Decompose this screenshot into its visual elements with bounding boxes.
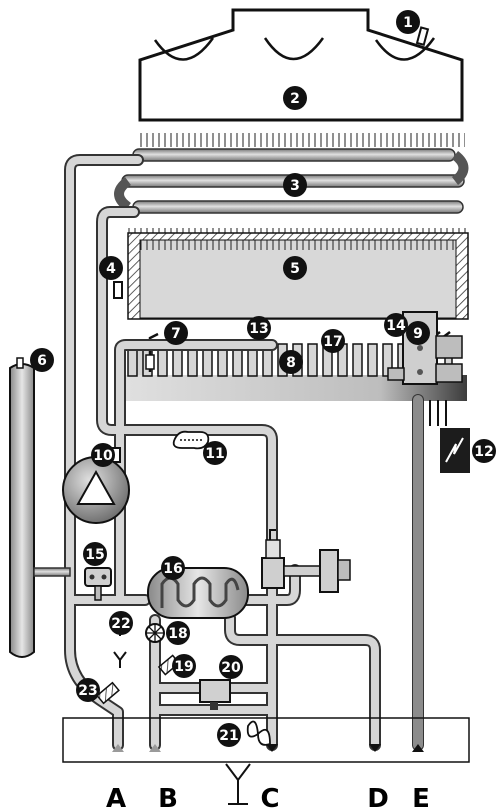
callout-number: 9 — [413, 326, 423, 342]
burner-ramp — [367, 343, 378, 377]
callout-10: 10 — [91, 443, 115, 467]
callout-number: 18 — [168, 626, 187, 642]
callout-3: 3 — [283, 173, 307, 197]
callout-number: 20 — [221, 660, 241, 676]
callout-number: 22 — [111, 616, 130, 632]
flow-direction-arrows — [112, 744, 424, 752]
callout-23: 23 — [76, 678, 100, 702]
expansion-vessel — [9, 357, 71, 658]
callout-6: 6 — [30, 348, 54, 372]
automatic-air-vent-icon — [84, 567, 112, 601]
callout-number: 10 — [93, 448, 113, 464]
connection-label-D: D — [367, 784, 389, 812]
callout-number: 6 — [37, 353, 47, 369]
callout-number: 11 — [205, 446, 224, 462]
connection-label-C: C — [260, 784, 279, 812]
callout-number: 4 — [106, 261, 116, 277]
callout-number: 19 — [174, 659, 193, 675]
callout-4: 4 — [99, 256, 123, 280]
connection-label-A: A — [106, 784, 126, 812]
callout-7: 7 — [164, 321, 188, 345]
power-supply-icon — [429, 400, 470, 473]
callout-19: 19 — [172, 654, 196, 678]
callout-number: 15 — [85, 547, 104, 563]
callout-number: 2 — [290, 91, 300, 107]
flue-hood — [138, 8, 464, 122]
overheat-thermostat-icon — [113, 281, 123, 299]
discharge-funnel-icon — [225, 763, 251, 805]
burner-ramp — [352, 343, 363, 377]
callout-number: 8 — [286, 355, 296, 371]
heat-exchanger-coil — [114, 148, 469, 214]
callout-2: 2 — [283, 86, 307, 110]
callout-22: 22 — [109, 611, 133, 635]
heat-exchanger-fins — [140, 133, 465, 147]
connection-plate — [62, 717, 470, 763]
callout-number: 14 — [386, 318, 406, 334]
callout-1: 1 — [396, 10, 420, 34]
safety-valve-icon — [246, 720, 271, 746]
heating-return-filter-icon — [96, 681, 120, 705]
callout-number: 12 — [474, 444, 493, 460]
callout-18: 18 — [166, 621, 190, 645]
callout-8: 8 — [279, 350, 303, 374]
callout-20: 20 — [219, 655, 243, 679]
temperature-sensor-icon — [172, 430, 210, 450]
callout-14: 14 — [384, 313, 408, 337]
callout-17: 17 — [321, 329, 345, 353]
callout-15: 15 — [83, 542, 107, 566]
flow-sensor-icon — [145, 623, 165, 643]
callout-number: 13 — [249, 321, 268, 337]
callout-9: 9 — [406, 321, 430, 345]
callout-number: 16 — [163, 561, 182, 577]
callout-number: 21 — [219, 728, 238, 744]
diverter-motor — [319, 549, 351, 593]
flue-sensor-icon — [415, 26, 430, 46]
callout-number: 23 — [78, 683, 97, 699]
connection-label-E: E — [412, 784, 430, 812]
callout-11: 11 — [203, 441, 227, 465]
burner-ramp — [307, 343, 318, 377]
connection-label-B: B — [158, 784, 178, 812]
callout-5: 5 — [283, 256, 307, 280]
callout-13: 13 — [247, 316, 271, 340]
callout-21: 21 — [217, 723, 241, 747]
callout-16: 16 — [161, 556, 185, 580]
pressure-switch-icon — [199, 679, 231, 710]
callout-12: 12 — [472, 439, 496, 463]
callout-number: 1 — [403, 15, 413, 31]
dhw-heat-exchanger — [147, 567, 249, 619]
callout-number: 5 — [290, 261, 300, 277]
ignition-electrode-icon — [145, 332, 159, 372]
diverter-valve — [261, 529, 327, 589]
callout-number: 7 — [171, 326, 181, 342]
callout-number: 17 — [323, 334, 342, 350]
callout-number: 3 — [290, 178, 300, 194]
